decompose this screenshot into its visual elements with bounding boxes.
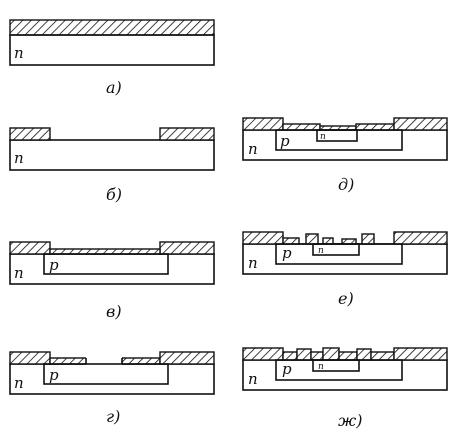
panel-d: n p n д) — [242, 117, 448, 194]
oxide-right-thin — [121, 357, 161, 365]
p-region — [275, 359, 403, 381]
substrate — [242, 243, 448, 275]
n-region-label: n — [318, 362, 324, 372]
caption-v: в) — [106, 302, 122, 321]
caption-e: е) — [338, 289, 354, 308]
panel-zh: n p n ж) — [242, 347, 448, 430]
oxide-left-thin — [282, 123, 321, 131]
metal-contact-3 — [356, 348, 372, 361]
p-region — [275, 243, 403, 265]
p-region-label: p — [49, 366, 59, 384]
n-region — [312, 243, 360, 256]
substrate — [9, 363, 215, 395]
p-region — [43, 363, 169, 385]
p-region — [275, 129, 403, 151]
oxide-right — [159, 241, 215, 255]
n-region-label: n — [320, 132, 326, 142]
panel-g: n p г) — [9, 351, 215, 426]
substrate-label: n — [248, 254, 258, 272]
oxide-seg-3 — [338, 351, 358, 361]
window-opening — [86, 357, 122, 365]
oxide-seg-1 — [282, 351, 298, 361]
substrate-label: n — [248, 140, 258, 158]
substrate — [9, 253, 215, 285]
oxide-right-thick — [393, 347, 448, 361]
caption-b: б) — [106, 185, 122, 204]
oxide-seg-2 — [305, 233, 319, 245]
substrate — [9, 34, 215, 66]
p-region-label: p — [280, 132, 290, 150]
p-region-label: p — [282, 360, 292, 378]
oxide-left-thick — [242, 347, 284, 361]
substrate-label: n — [14, 149, 24, 167]
n-region — [316, 129, 358, 142]
oxide-right-thick — [393, 117, 448, 131]
panel-a: n а) — [9, 19, 215, 97]
panel-b: n б) — [9, 127, 215, 204]
oxide-seg-3 — [322, 237, 334, 245]
oxide-seg-2 — [310, 351, 324, 361]
oxide-layer — [9, 19, 215, 36]
oxide-left-thick — [242, 231, 284, 245]
n-region — [312, 359, 360, 372]
p-region-label: p — [49, 256, 59, 274]
n-region-label: n — [318, 246, 324, 256]
metal-contact-1 — [296, 348, 312, 361]
panel-v: n p в) — [9, 241, 215, 321]
substrate — [242, 359, 448, 391]
substrate-label: n — [14, 374, 24, 392]
substrate — [9, 139, 215, 171]
oxide-right-thick — [393, 231, 448, 245]
oxide-left — [9, 127, 51, 141]
substrate — [242, 129, 448, 161]
oxide-left-thick — [242, 117, 284, 131]
caption-d: д) — [338, 175, 354, 194]
panel-e: n p n е) — [242, 231, 448, 308]
p-region-label: p — [282, 244, 292, 262]
p-region — [43, 253, 169, 275]
oxide-left — [9, 241, 51, 255]
oxide-right — [159, 127, 215, 141]
substrate-label: n — [248, 370, 258, 388]
caption-a: а) — [106, 78, 122, 97]
caption-g: г) — [106, 407, 120, 426]
metal-contact-2 — [322, 347, 340, 361]
substrate-label: n — [14, 264, 24, 282]
substrate-label: n — [14, 44, 24, 62]
window-edge — [85, 358, 123, 364]
oxide-right-thin — [355, 123, 395, 131]
caption-zh: ж) — [338, 411, 362, 430]
oxide-seg-5 — [361, 233, 375, 245]
oxide-right-thick — [159, 351, 215, 365]
oxide-seg-4 — [370, 351, 395, 361]
oxide-left-thick — [9, 351, 51, 365]
